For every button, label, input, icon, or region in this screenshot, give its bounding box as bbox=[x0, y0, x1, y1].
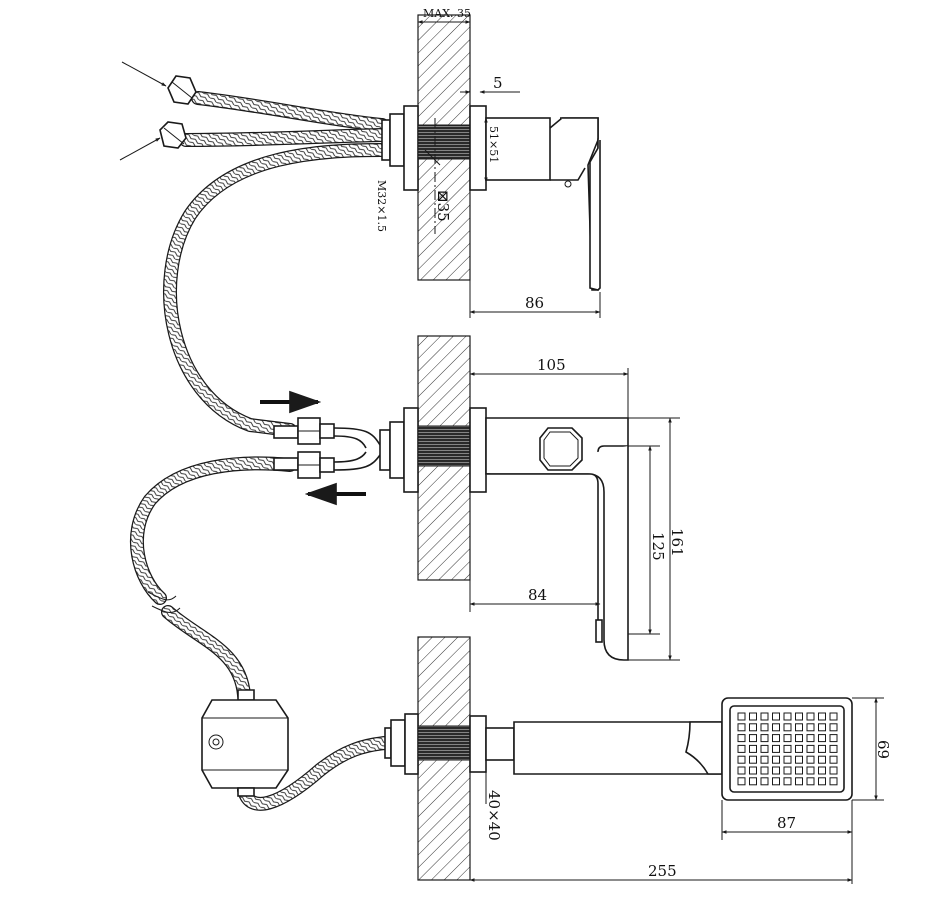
nozzle bbox=[772, 712, 780, 721]
label-shower-head-height: 69 bbox=[874, 740, 892, 759]
label-max-depth: MAX. 35 bbox=[423, 7, 471, 20]
label-shower-holder: 40×40 bbox=[485, 790, 503, 841]
nozzle bbox=[795, 734, 803, 743]
inlet-nut-lower bbox=[159, 121, 187, 149]
nozzle bbox=[760, 777, 769, 786]
nozzle bbox=[760, 744, 769, 753]
nozzle bbox=[829, 734, 838, 743]
nozzle bbox=[760, 712, 769, 721]
nozzle bbox=[818, 777, 826, 786]
nozzle bbox=[829, 755, 838, 764]
nozzle bbox=[772, 755, 780, 764]
label-spout-height-inner: 125 bbox=[649, 532, 667, 561]
nozzle bbox=[806, 734, 815, 743]
nozzle bbox=[783, 755, 792, 764]
nozzle bbox=[818, 723, 826, 732]
nozzle bbox=[806, 777, 815, 786]
nozzle bbox=[806, 755, 815, 764]
nozzle bbox=[737, 744, 746, 753]
nozzle bbox=[818, 734, 826, 743]
nozzle bbox=[749, 712, 757, 721]
nozzle bbox=[749, 777, 757, 786]
nozzle bbox=[749, 766, 757, 775]
label-flange: 51×51 bbox=[487, 126, 500, 163]
nozzle bbox=[737, 755, 746, 764]
nozzle bbox=[818, 766, 826, 775]
nozzle bbox=[760, 734, 769, 743]
label-shower-total: 255 bbox=[648, 862, 677, 880]
nozzle bbox=[829, 766, 838, 775]
supply-arrow-icon bbox=[119, 137, 161, 161]
nozzle bbox=[749, 734, 757, 743]
middle-spout bbox=[273, 407, 629, 661]
nozzle bbox=[737, 777, 746, 786]
nozzle bbox=[795, 766, 803, 775]
nozzle bbox=[829, 723, 838, 732]
nozzle bbox=[737, 712, 746, 721]
nozzle bbox=[772, 723, 780, 732]
nozzle bbox=[749, 723, 757, 732]
hose-group bbox=[129, 91, 392, 811]
nozzle bbox=[760, 723, 769, 732]
label-thread: M32×1.5 bbox=[375, 180, 388, 232]
nozzle bbox=[749, 755, 757, 764]
label-spout-height-total: 161 bbox=[668, 528, 686, 557]
nozzle bbox=[795, 777, 803, 786]
nozzle bbox=[829, 712, 838, 721]
nozzle bbox=[806, 744, 815, 753]
nozzle bbox=[818, 755, 826, 764]
label-square-body: ⊠35 bbox=[434, 190, 452, 222]
nozzle bbox=[772, 744, 780, 753]
nozzle bbox=[829, 744, 838, 753]
nozzle bbox=[737, 766, 746, 775]
label-spout-length: 105 bbox=[537, 356, 566, 374]
nozzle bbox=[783, 744, 792, 753]
nozzle bbox=[806, 766, 815, 775]
label-shower-head-width: 87 bbox=[777, 814, 796, 832]
nozzle bbox=[818, 744, 826, 753]
nozzle bbox=[749, 744, 757, 753]
nozzle bbox=[737, 734, 746, 743]
nozzle bbox=[783, 734, 792, 743]
nozzle bbox=[783, 723, 792, 732]
diverter-block bbox=[201, 689, 289, 797]
nozzle bbox=[760, 755, 769, 764]
nozzle bbox=[829, 777, 838, 786]
nozzle bbox=[772, 777, 780, 786]
nozzle bbox=[783, 766, 792, 775]
nozzle bbox=[783, 777, 792, 786]
nozzle bbox=[760, 766, 769, 775]
nozzle bbox=[795, 744, 803, 753]
nozzle bbox=[737, 723, 746, 732]
shower-head-nozzles bbox=[737, 712, 838, 786]
label-spout-reach: 84 bbox=[528, 586, 547, 604]
label-offset: 5 bbox=[493, 74, 503, 92]
nozzle bbox=[795, 755, 803, 764]
nozzle bbox=[772, 766, 780, 775]
inlet-nut-upper bbox=[167, 75, 197, 105]
nozzle bbox=[806, 723, 815, 732]
nozzle bbox=[818, 712, 826, 721]
nozzle bbox=[795, 723, 803, 732]
nozzle bbox=[772, 734, 780, 743]
supply-arrow-icon bbox=[121, 61, 167, 87]
label-mixer-length: 86 bbox=[525, 294, 544, 312]
nozzle bbox=[795, 712, 803, 721]
nozzle bbox=[783, 712, 792, 721]
nozzle bbox=[806, 712, 815, 721]
